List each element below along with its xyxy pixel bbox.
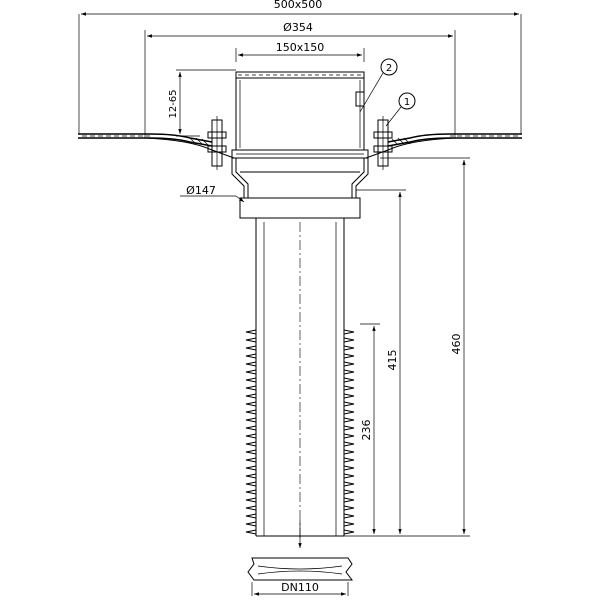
rib-right [343,505,355,511]
dim-label-ribbed-length: 236 [360,420,373,441]
dim-label-height-adjust: 12-65 [168,89,179,118]
rib-left [245,473,257,479]
rib-left [245,393,257,399]
left-bolt [207,116,227,170]
callout-label-2: 2 [386,63,392,74]
dim-ribbed-length: 236 [360,323,380,534]
rib-left [245,337,257,343]
rib-left [245,369,257,375]
rib-right [343,457,355,463]
rib-right [343,361,355,367]
callout-1: 1 [385,92,416,127]
dim-flange-diameter: Ø354 [144,21,456,138]
rib-right [343,489,355,495]
rib-left [245,513,257,519]
dim-label-overall-flange: 500x500 [274,0,323,11]
outlet-pipe [255,222,345,548]
rib-left [245,457,257,463]
rib-right [343,473,355,479]
rib-right [343,377,355,383]
upper-extension [231,71,369,159]
dim-label-body-height: 415 [386,350,399,371]
rib-left [245,521,257,527]
rib-right [343,433,355,439]
rib-left [245,377,257,383]
dim-total-height: 460 [344,157,470,537]
rib-left [245,409,257,415]
rib-right [343,425,355,431]
rib-right [343,329,355,335]
flange-membrane [78,133,522,159]
dim-spigot-diameter: Ø147 [180,184,245,203]
rib-left [245,361,257,367]
rib-left [245,433,257,439]
dim-label-flange-diameter: Ø354 [283,21,313,34]
rib-right [343,337,355,343]
rib-left [245,345,257,351]
rib-right [343,481,355,487]
rib-right [343,353,355,359]
rib-right [343,449,355,455]
dim-label-spigot-diameter: Ø147 [186,184,216,197]
rib-left [245,489,257,495]
dim-label-top-grate: 150x150 [276,41,325,54]
right-bolt [373,116,393,170]
rib-right [343,521,355,527]
ribs-left [245,329,257,535]
rib-right [343,409,355,415]
rib-left [245,401,257,407]
dim-label-outlet: DN110 [281,581,319,594]
rib-right [343,369,355,375]
dim-height-adjust: 12-65 [168,69,236,137]
rib-left [245,385,257,391]
rib-right [343,401,355,407]
body-funnel [231,158,369,222]
rib-left [245,497,257,503]
rib-left [245,449,257,455]
rib-right [343,417,355,423]
dim-body-height: 415 [356,189,406,534]
callout-2: 2 [359,58,398,113]
rib-left [245,465,257,471]
rib-right [343,441,355,447]
rib-right [343,345,355,351]
rib-left [245,441,257,447]
dim-top-grate: 150x150 [235,41,365,62]
dim-overall-flange: 500x500 [78,0,522,134]
rib-right [343,385,355,391]
rib-left [245,417,257,423]
rib-left [245,481,257,487]
ribs-right [343,329,355,535]
outlet-section: DN110 [247,557,353,596]
rib-left [245,529,257,535]
rib-right [343,529,355,535]
rib-left [245,329,257,335]
rib-left [245,353,257,359]
rib-right [343,465,355,471]
dim-label-total-height: 460 [450,334,463,355]
rib-right [343,497,355,503]
rib-left [245,505,257,511]
rib-left [245,425,257,431]
rib-right [343,513,355,519]
callout-label-1: 1 [404,97,410,108]
rib-right [343,393,355,399]
